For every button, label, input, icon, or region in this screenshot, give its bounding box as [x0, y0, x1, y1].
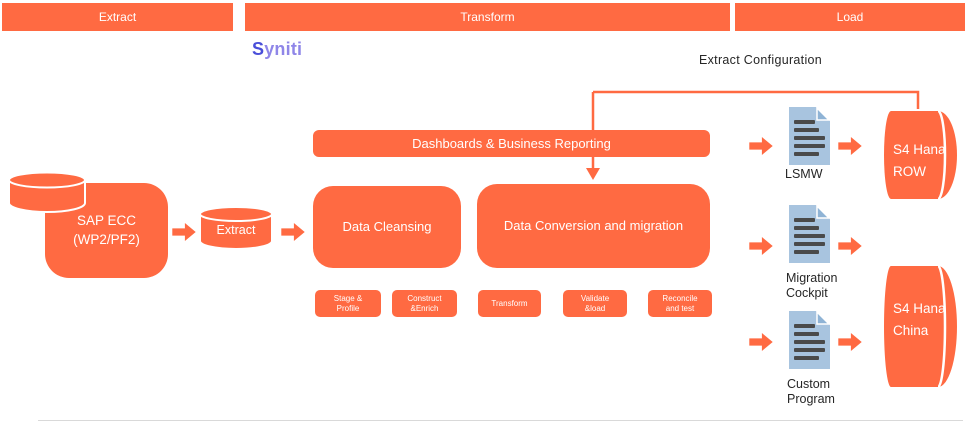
arrow-right-icon [838, 333, 862, 351]
extract-configuration-label: Extract Configuration [699, 53, 823, 67]
tool-label-custom-program: Custom Program [787, 377, 835, 406]
arrow-right-icon [172, 223, 196, 241]
arrow-right-icon [838, 137, 862, 155]
phase-bar-transform: Transform [245, 3, 730, 31]
phase-label: Transform [460, 10, 515, 24]
target-s4hana-row: S4 Hana ROW [877, 109, 959, 201]
tool-label-migration-cockpit: Migration Cockpit [786, 271, 838, 300]
document-icon [789, 204, 831, 263]
extract-cylinder: Extract [199, 206, 273, 250]
arrow-right-icon [749, 333, 773, 351]
phase-label: Load [836, 10, 864, 24]
syniti-logo: Syniti [252, 39, 303, 59]
tool-label-lsmw: LSMW [785, 167, 823, 181]
horizontal-cylinder-icon [884, 264, 957, 389]
phase-label: Extract [98, 10, 137, 24]
step-validate-load: Validate &load [563, 290, 627, 317]
step-construct-enrich: Construct &Enrich [392, 290, 457, 317]
arrow-right-icon [749, 237, 773, 255]
document-icon [789, 106, 831, 165]
target-label: S4 Hana ROW [893, 142, 946, 179]
arrow-right-icon [749, 137, 773, 155]
data-conversion-box: Data Conversion and migration [477, 184, 710, 268]
data-cleansing-box: Data Cleansing [313, 186, 461, 268]
arrowhead-down-icon [586, 168, 600, 180]
phase-bar-extract: Extract [2, 3, 233, 31]
target-s4hana-china: S4 Hana China [877, 264, 959, 389]
arrow-right-icon [838, 237, 862, 255]
database-cylinder-icon [199, 206, 273, 250]
bottom-divider [38, 420, 963, 421]
phase-bar-load: Load [735, 3, 965, 31]
arrow-right-icon [281, 223, 305, 241]
horizontal-cylinder-icon [884, 109, 957, 201]
step-stage-profile: Stage & Profile [315, 290, 381, 317]
dashboards-reporting-bar: Dashboards & Business Reporting [313, 130, 710, 157]
source-database-cylinder-icon [8, 171, 86, 213]
target-label: S4 Hana China [893, 301, 946, 338]
extract-cylinder-label: Extract [216, 223, 256, 237]
step-transform: Transform [478, 290, 541, 317]
step-reconcile-test: Reconcile and test [648, 290, 712, 317]
document-icon [789, 310, 831, 369]
